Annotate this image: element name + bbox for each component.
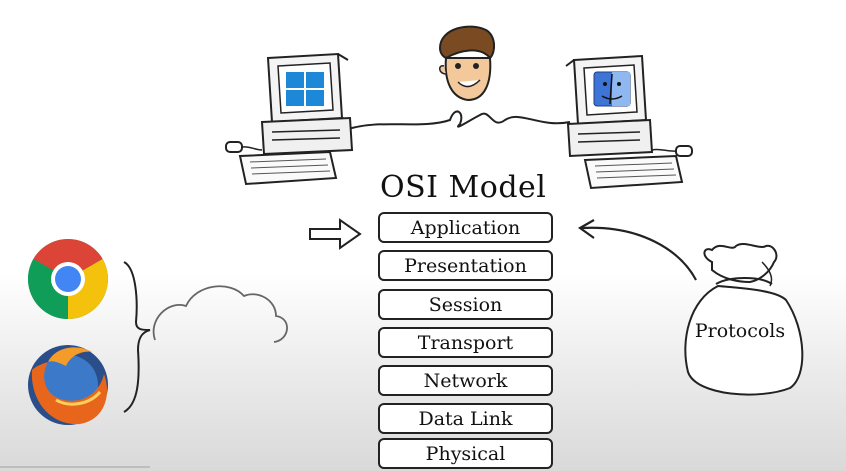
firefox-icon	[28, 345, 108, 425]
input-arrow-icon	[309, 218, 362, 250]
layer-presentation: Presentation	[378, 250, 553, 281]
layer-network: Network	[378, 365, 553, 396]
layer-transport: Transport	[378, 327, 553, 358]
layer-data-link: Data Link	[378, 403, 553, 434]
protocols-bag-icon	[684, 243, 804, 396]
windows-computer-icon	[225, 52, 354, 186]
protocols-label: Protocols	[694, 320, 786, 342]
chrome-icon	[28, 239, 108, 319]
mac-finder-logo-icon	[593, 71, 631, 107]
diagram-title: OSI Model	[380, 170, 547, 205]
layer-physical: Physical	[378, 438, 553, 469]
network-cable	[344, 110, 571, 131]
layer-application: Application	[378, 212, 553, 243]
cartoon-man-icon	[438, 25, 496, 102]
video-progress-bar[interactable]	[0, 466, 150, 468]
protocols-arrow-icon	[581, 226, 697, 281]
browsers-bracket	[123, 261, 151, 413]
layer-session: Session	[378, 289, 553, 320]
windows-logo-icon	[286, 72, 324, 106]
cloud-icon	[152, 285, 288, 343]
mac-computer-icon	[565, 54, 693, 190]
